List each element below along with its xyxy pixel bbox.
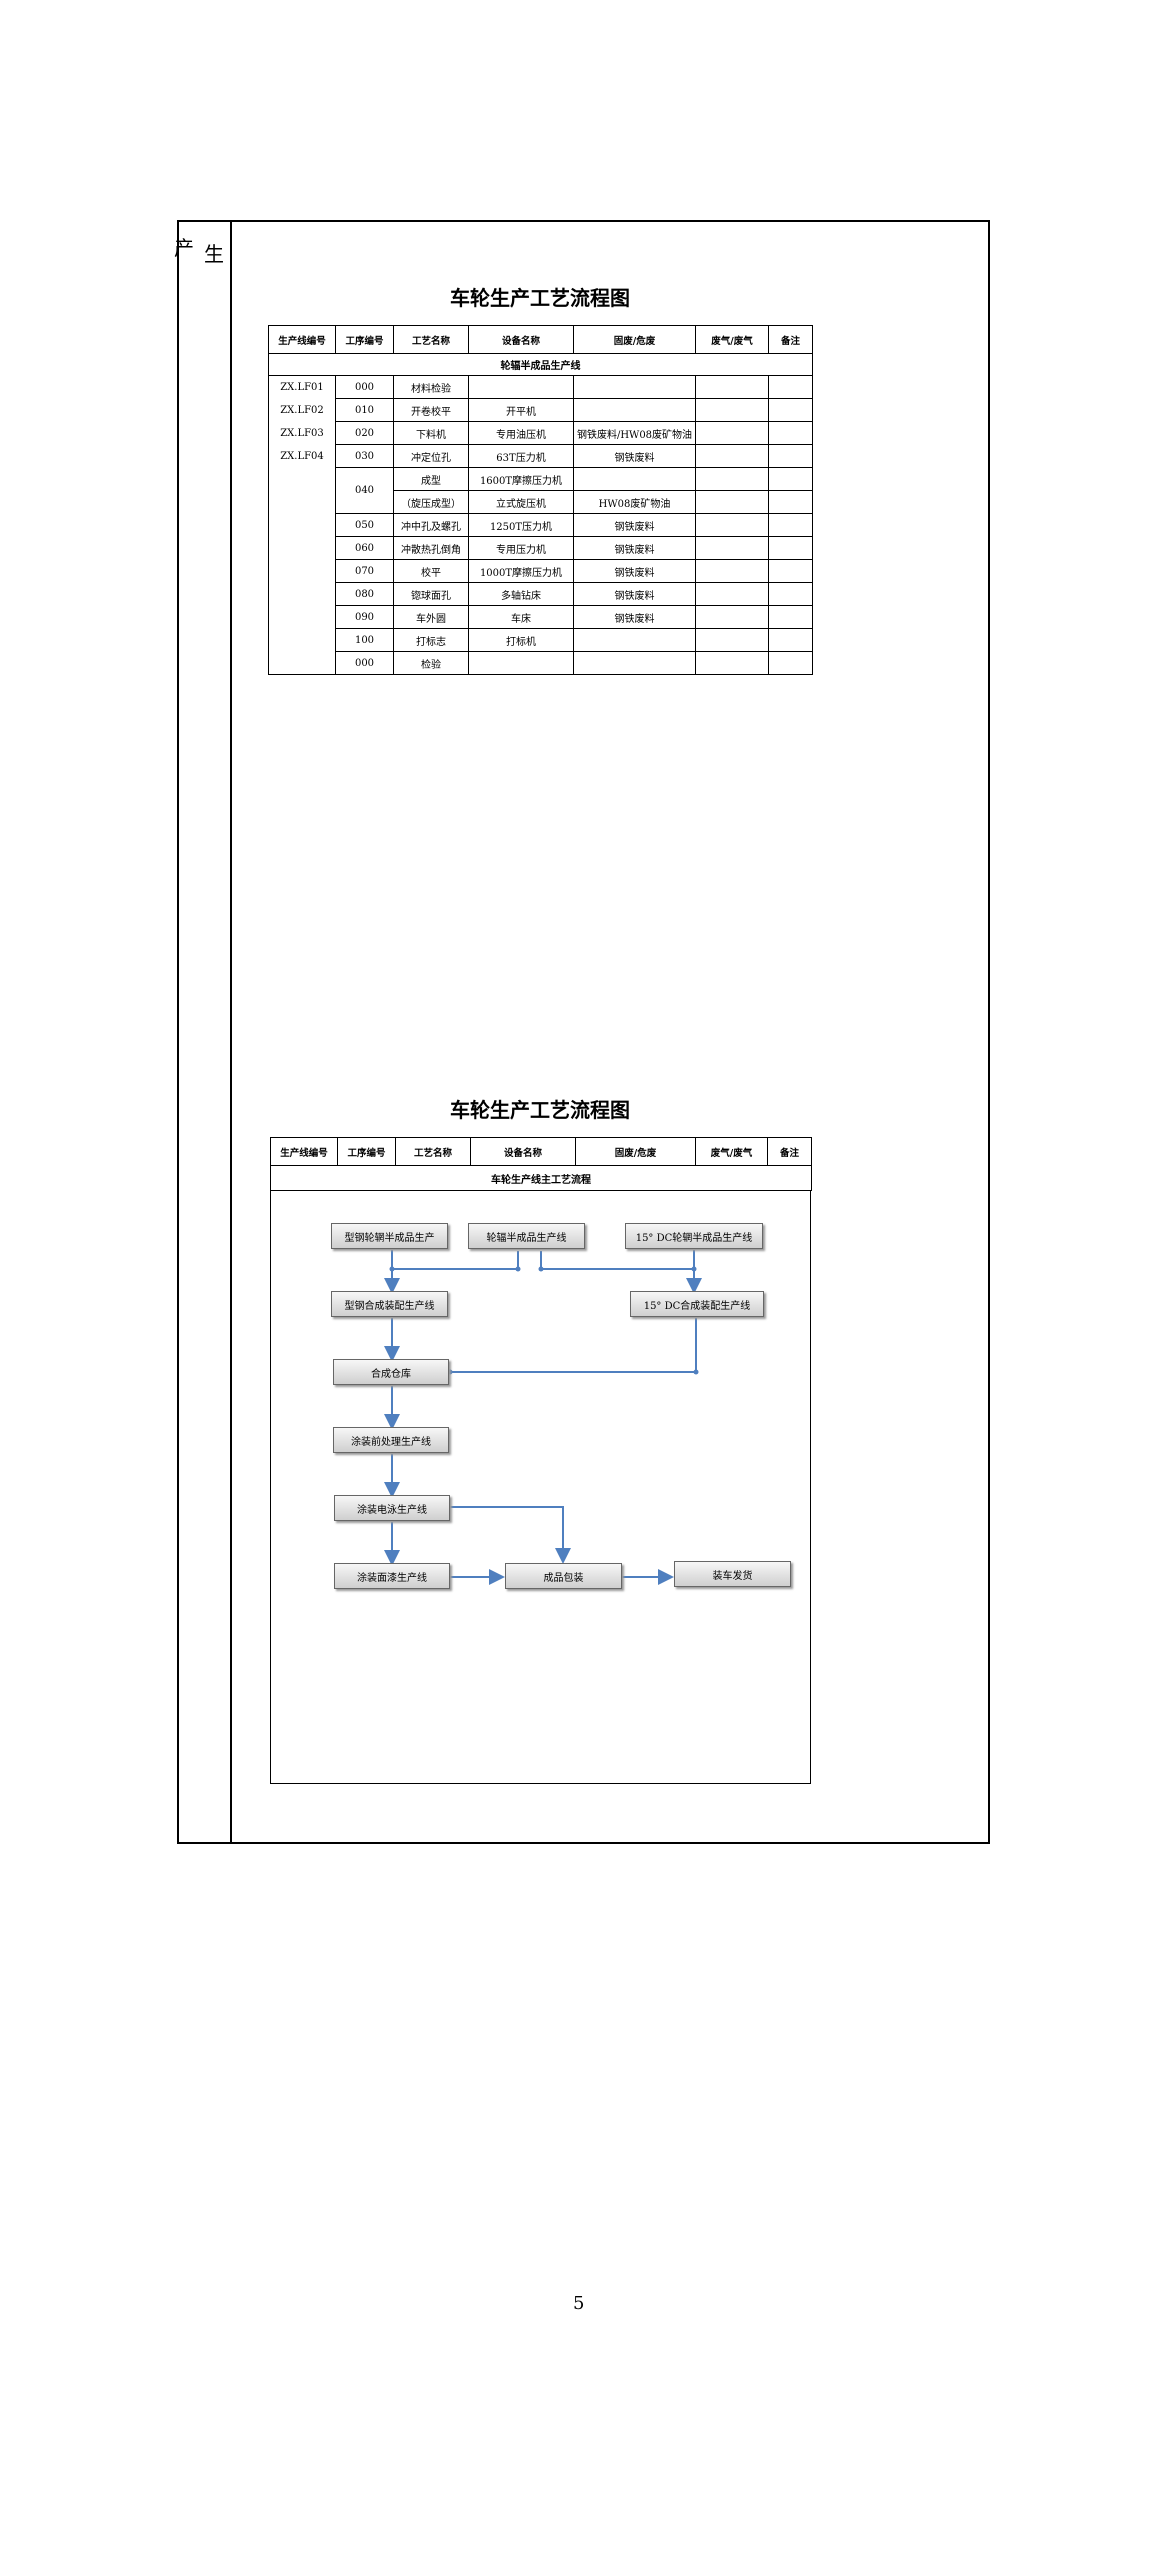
line-id-cell: ZX.LF01 ZX.LF02 ZX.LF03 ZX.LF04 bbox=[268, 375, 336, 675]
connector-n2-right bbox=[540, 1251, 694, 1270]
equipment-name: 专用压力机 bbox=[468, 536, 574, 560]
flow-node-spoke: 轮辐半成品生产线 bbox=[468, 1223, 585, 1249]
step-code: 000 bbox=[335, 651, 394, 675]
line-id: ZX.LF03 bbox=[280, 428, 324, 439]
solid-waste: 钢铁废料 bbox=[573, 513, 696, 537]
solid-waste bbox=[573, 651, 696, 675]
line-id: ZX.LF01 bbox=[280, 382, 324, 393]
equipment-name bbox=[468, 651, 574, 675]
header-process: 工艺名称 bbox=[395, 1137, 471, 1166]
table1-title: 车轮生产工艺流程图 bbox=[450, 286, 630, 310]
table2-title: 车轮生产工艺流程图 bbox=[450, 1098, 630, 1122]
page-number: 5 bbox=[573, 2293, 585, 2314]
flow-node-pretreatment: 涂装前处理生产线 bbox=[333, 1427, 449, 1453]
step-code: 040 bbox=[335, 467, 394, 514]
solid-waste: 钢铁废料 bbox=[573, 444, 696, 468]
page-frame bbox=[177, 220, 990, 1844]
flow-node-steel-assembly: 型钢合成装配生产线 bbox=[331, 1291, 448, 1317]
solid-waste: 钢铁废料/HW08废矿物油 bbox=[573, 421, 696, 445]
header-remarks: 备注 bbox=[768, 325, 813, 354]
flow-node-electrophoresis: 涂装电泳生产线 bbox=[334, 1495, 450, 1521]
header-line-id: 生产线编号 bbox=[270, 1137, 338, 1166]
line-id: ZX.LF04 bbox=[280, 451, 324, 462]
process-name: 校平 bbox=[393, 559, 469, 583]
process-name: 材料检验 bbox=[393, 375, 469, 399]
header-equipment: 设备名称 bbox=[470, 1137, 576, 1166]
flow-node-dc-rim: 15° DC轮辋半成品生产线 bbox=[625, 1223, 763, 1249]
step-code: 050 bbox=[335, 513, 394, 537]
line-id: ZX.LF02 bbox=[280, 405, 324, 416]
header-remarks: 备注 bbox=[767, 1137, 812, 1166]
connector-n5-n6 bbox=[450, 1318, 697, 1373]
process-name: 检验 bbox=[393, 651, 469, 675]
flow-node-dc-assembly: 15° DC合成装配生产线 bbox=[630, 1291, 764, 1317]
arrow-n8-n10 bbox=[450, 1506, 571, 1564]
process-table-1: 生产线编号 工序编号 工艺名称 设备名称 固废/危废 废气/废气 备注 轮辐半成… bbox=[268, 325, 813, 675]
header-solid-waste: 固废/危废 bbox=[573, 325, 696, 354]
header-solid-waste: 固废/危废 bbox=[575, 1137, 696, 1166]
flow-node-packaging: 成品包装 bbox=[505, 1563, 622, 1589]
step-code: 100 bbox=[335, 628, 394, 652]
process-table-2-header: 生产线编号 工序编号 工艺名称 设备名称 固废/危废 废气/废气 备注 车轮生产… bbox=[270, 1137, 812, 1191]
side-char-2: 生 bbox=[204, 242, 224, 266]
step-code: 070 bbox=[335, 559, 394, 583]
connector-n2-left bbox=[392, 1251, 519, 1270]
side-char-1: 产 bbox=[174, 236, 194, 260]
solid-waste bbox=[573, 398, 696, 422]
header-line-id: 生产线编号 bbox=[268, 325, 336, 354]
flow-diagram-box bbox=[270, 1190, 811, 1784]
process-name: 冲定位孔 bbox=[393, 444, 469, 468]
process-name: 锪球面孔 bbox=[393, 582, 469, 606]
flow-node-steel-rim: 型钢轮辋半成品生产 bbox=[331, 1223, 448, 1249]
left-column bbox=[177, 220, 232, 1844]
flow-node-topcoat: 涂装面漆生产线 bbox=[334, 1563, 450, 1589]
equipment-name: 打标机 bbox=[468, 628, 574, 652]
flow-node-warehouse: 合成仓库 bbox=[333, 1359, 449, 1385]
header-step-code: 工序编号 bbox=[337, 1137, 396, 1166]
solid-waste: 钢铁废料 bbox=[573, 559, 696, 583]
flow-node-shipping: 装车发货 bbox=[674, 1561, 791, 1587]
